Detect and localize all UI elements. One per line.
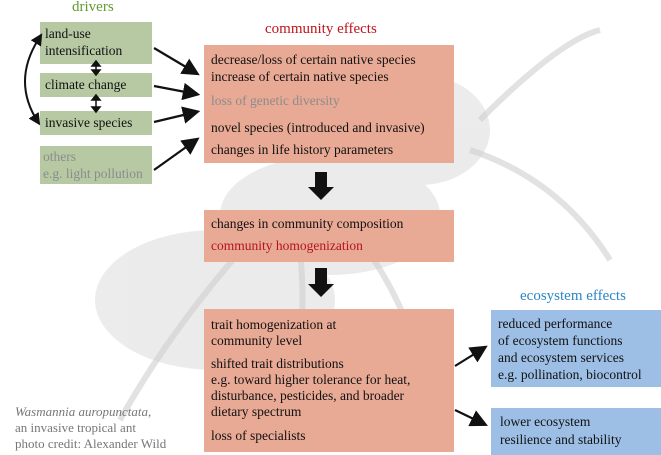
ecosystem-effects-header: ecosystem effects	[520, 288, 626, 304]
trait-line-6: dietary spectrum	[211, 404, 302, 419]
community-line-life-history: changes in life history parameters	[211, 142, 394, 157]
community-line-novel-species: novel species (introduced and invasive)	[211, 120, 425, 135]
ecosystem-resilience-box: lower ecosystem resilience and stability	[491, 408, 661, 455]
drivers-header: drivers	[72, 0, 114, 15]
trait-line-1: trait homogenization at	[211, 317, 337, 332]
ecosystem-resilience-line-2: resilience and stability	[500, 432, 622, 447]
driver-others-box: others e.g. light pollution	[40, 146, 152, 184]
caption-credit: photo credit: Alexander Wild	[15, 436, 167, 451]
ecosystem-line-4: e.g. pollination, biocontrol	[498, 367, 642, 382]
ecosystem-resilience-line-1: lower ecosystem	[500, 414, 591, 429]
driver-others-line2: e.g. light pollution	[43, 166, 143, 181]
caption-species: Wasmannia auropunctata,	[15, 404, 152, 419]
driver-others-line1: others	[43, 149, 76, 164]
ecosystem-line-1: reduced performance	[498, 316, 613, 331]
trait-line-5: disturbance, pesticides, and broader	[211, 388, 405, 403]
trait-line-2: community level	[211, 333, 303, 348]
ecosystem-performance-box: reduced performance of ecosystem functio…	[491, 310, 661, 387]
community-composition-line: changes in community composition	[211, 216, 404, 231]
driver-land-use-box: land-use intensification	[40, 22, 152, 64]
community-line-decrease: decrease/loss of certain native species	[211, 52, 416, 67]
driver-land-use-line2: intensification	[45, 43, 123, 58]
driver-land-use-line1: land-use	[45, 26, 91, 41]
community-effects-header: community effects	[265, 21, 377, 37]
trait-line-3: shifted trait distributions	[211, 356, 344, 371]
community-line-increase: increase of certain native species	[211, 69, 389, 84]
community-line-genetic-loss: loss of genetic diversity	[211, 93, 340, 108]
ecosystem-line-3: and ecosystem services	[498, 350, 624, 365]
trait-line-4: e.g. toward higher tolerance for heat,	[211, 372, 411, 387]
driver-climate-label: climate change	[45, 77, 127, 92]
trait-line-7: loss of specialists	[211, 428, 306, 443]
driver-invasive-box: invasive species	[40, 111, 152, 135]
driver-invasive-label: invasive species	[45, 115, 133, 130]
trait-effects-box: trait homogenization at community level …	[204, 309, 454, 452]
caption-description: an invasive tropical ant	[15, 420, 136, 435]
driver-climate-box: climate change	[40, 73, 152, 97]
community-homogenization-line: community homogenization	[211, 238, 363, 253]
community-composition-box: changes in community composition communi…	[204, 210, 454, 262]
ecosystem-line-2: of ecosystem functions	[498, 333, 623, 348]
community-effects-box: decrease/loss of certain native species …	[204, 45, 454, 163]
